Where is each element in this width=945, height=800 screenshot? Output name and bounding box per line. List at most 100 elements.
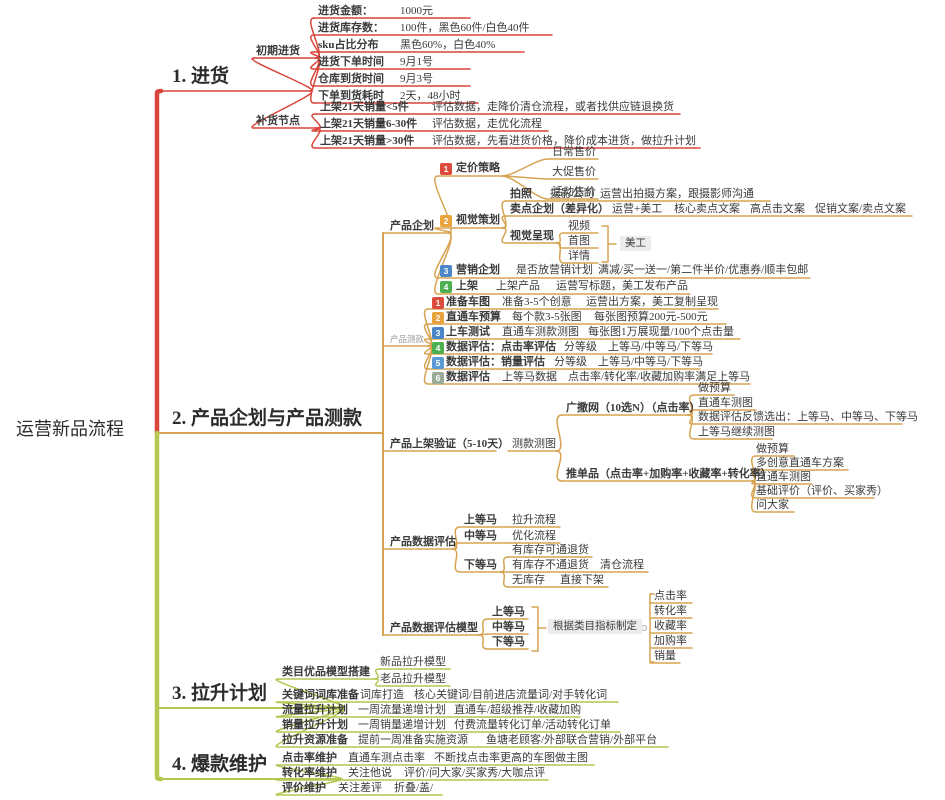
node-branches-b2-testing-rows-4-cells-0[interactable]: 数据评估：销量评估	[446, 356, 545, 368]
node-branches-b1-initial-rows-4-k[interactable]: 仓库到货时间	[318, 73, 384, 85]
node-branches-b2-planning-marketing-tail[interactable]: 满减/买一送一/第二件半价/优惠券/顺丰包邮	[598, 264, 809, 276]
node-branches-b2-planning-label[interactable]: 产品企划	[390, 220, 434, 232]
node-branches-b1-restock-label[interactable]: 补货节点	[256, 115, 300, 127]
node-branches-b1-restock-rows-1-k[interactable]: 上架21天销量6-30件	[320, 118, 418, 130]
root-topic[interactable]: 运营新品流程	[16, 419, 124, 439]
node-branches-b1-initial-rows-3-k[interactable]: 进货下单时间	[318, 56, 384, 68]
badge-branches-b2-testing-rows-1-num[interactable]: 2	[432, 312, 444, 324]
badge-branches-b2-planning-visual-num[interactable]: 2	[440, 215, 452, 227]
node-branches-b3-rows-0-cells-0[interactable]: 关键词词库准备	[282, 689, 359, 701]
badge-branches-b2-testing-rows-2-num[interactable]: 3	[432, 327, 444, 339]
node-branches-b2-testing-rows-2-cells-2[interactable]: 每张图1万展现量/100个点击量	[588, 326, 735, 338]
node-branches-b2-planning-launch-mid[interactable]: 上架产品	[496, 280, 540, 292]
node-branches-b2-verify-label[interactable]: 产品上架验证（5-10天）	[390, 438, 510, 450]
node-branches-b2-planning-visual-present-label[interactable]: 视觉呈现	[510, 230, 554, 242]
node-branches-b1-initial-rows-5-v[interactable]: 2天，48小时	[400, 90, 461, 102]
node-branches-b2-planning-visual-photo-0[interactable]: 拍照	[510, 188, 532, 200]
badge-branches-b2-testing-rows-0-num[interactable]: 1	[432, 297, 444, 309]
node-branches-b3-rows-0-cells-1[interactable]: 词库打造	[360, 689, 404, 701]
node-branches-b2-model-metrics-1[interactable]: 转化率	[654, 605, 687, 617]
node-branches-b2-planning-visual-selling-2[interactable]: 核心卖点文案	[674, 203, 740, 215]
badge-branches-b2-testing-rows-5-num[interactable]: 6	[432, 372, 444, 384]
node-branches-b2-verify-single-items-4[interactable]: 问大家	[756, 499, 789, 511]
node-branches-b3-rows-2-cells-2[interactable]: 付费流量转化订单/活动转化订单	[454, 719, 612, 731]
node-branches-b2-planning-launch-tail[interactable]: 运营写标题，美工发布产品	[556, 280, 688, 292]
node-branches-b1-initial-rows-0-k[interactable]: 进货金额：	[318, 5, 373, 17]
node-branches-b2-planning-visual-present-items-2[interactable]: 详情	[568, 250, 590, 262]
node-branches-b3-rows-1-cells-2[interactable]: 直通车/超级推荐/收藏加购	[454, 704, 582, 716]
node-branches-b3-rows-3-cells-2[interactable]: 鱼塘老顾客/外部联合营销/外部平台	[486, 734, 658, 746]
node-branches-b2-testing-rows-3-cells-1[interactable]: 分等级	[564, 341, 597, 353]
node-branches-b2-verify-single-items-2[interactable]: 直通车测图	[756, 471, 811, 483]
node-branches-b2-planning-pricing-label[interactable]: 定价策略	[456, 162, 500, 174]
node-branches-b2-testing-rows-5-cells-2[interactable]: 点击率/转化率/收藏加购率满足上等马	[568, 371, 751, 383]
node-branches-b1-initial-rows-5-k[interactable]: 下单到货耗时	[318, 90, 384, 102]
node-branches-b2-planning-launch-label[interactable]: 上架	[456, 280, 478, 292]
node-branches-b2-planning-visual-selling-4[interactable]: 促销文案/卖点文案	[815, 203, 907, 215]
node-branches-b2-testing-rows-0-cells-2[interactable]: 运营出方案，美工复制呈现	[586, 296, 718, 308]
node-branches-b2-evaluate-mid-k[interactable]: 中等马	[464, 530, 497, 542]
node-branches-b3-rows-1-cells-1[interactable]: 一周流量递增计划	[358, 704, 446, 716]
node-branches-b2-testing-rows-4-cells-2[interactable]: 上等马/中等马/下等马	[598, 356, 704, 368]
node-branches-b3-rows-3-cells-1[interactable]: 提前一周准备实施资源	[358, 734, 468, 746]
node-branches-b2-verify-single-label[interactable]: 推单品（点击率+加购率+收藏率+转化率）	[566, 468, 772, 480]
node-branches-b1-restock-rows-0-v[interactable]: 评估数据，走降价清仓流程，或者找供应链退换货	[432, 101, 674, 113]
badge-branches-b2-testing-rows-4-num[interactable]: 5	[432, 357, 444, 369]
badge-branches-b2-planning-marketing-num[interactable]: 3	[440, 265, 452, 277]
node-branches-b4-rows-0-cells-2[interactable]: 不断找点击率更高的车图做主图	[434, 752, 588, 764]
node-branches-b2-planning-visual-selling-0[interactable]: 卖点企划（差异化）	[510, 203, 609, 215]
node-branches-b2-testing-rows-2-cells-1[interactable]: 直通车测款测图	[502, 326, 579, 338]
node-branches-b2-model-mid[interactable]: 根据类目指标制定	[548, 619, 642, 634]
badge-branches-b2-testing-rows-3-num[interactable]: 4	[432, 342, 444, 354]
node-branches-b1-initial-rows-2-v[interactable]: 黑色60%，白色40%	[400, 39, 496, 51]
node-branches-b2-planning-visual-photo-2[interactable]: 运营出拍摄方案，跟摄影师沟通	[600, 188, 754, 200]
node-branches-b2-title[interactable]: 2. 产品企划与产品测款	[172, 408, 363, 429]
node-branches-b3-rows-2-cells-0[interactable]: 销量拉升计划	[282, 719, 348, 731]
node-branches-b2-verify-wide-items-2[interactable]: 数据评估反馈选出：上等马、中等马、下等马	[698, 411, 918, 423]
node-branches-b2-verify-wide-items-0[interactable]: 做预算	[698, 382, 731, 394]
node-branches-b2-testing-rows-5-cells-0[interactable]: 数据评估	[446, 371, 490, 383]
node-branches-b3-rows-3-cells-0[interactable]: 拉升资源准备	[282, 734, 348, 746]
node-branches-b4-rows-0-cells-1[interactable]: 直通车测点击率	[348, 752, 425, 764]
node-branches-b2-verify-single-items-0[interactable]: 做预算	[756, 443, 789, 455]
node-branches-b3-title[interactable]: 3. 拉升计划	[172, 683, 268, 704]
node-branches-b2-testing-rows-4-cells-1[interactable]: 分等级	[554, 356, 587, 368]
node-branches-b2-planning-visual-present-owner[interactable]: 美工	[620, 236, 651, 251]
node-branches-b2-verify-wide-items-1[interactable]: 直通车测图	[698, 397, 753, 409]
node-branches-b2-model-metrics-4[interactable]: 销量	[654, 650, 676, 662]
node-branches-b2-verify-wide-label[interactable]: 广撒网（10选N）（点击率）	[566, 402, 701, 414]
node-branches-b2-testing-rows-1-cells-2[interactable]: 每张图预算200元-500元	[594, 311, 708, 323]
node-branches-b3-model_row-label[interactable]: 类目优品模型搭建	[282, 666, 370, 678]
node-branches-b1-title[interactable]: 1. 进货	[172, 66, 230, 87]
node-branches-b3-model_row-subs-1[interactable]: 老品拉升模型	[380, 673, 446, 685]
node-branches-b3-rows-1-cells-0[interactable]: 流量拉升计划	[282, 704, 348, 716]
node-branches-b2-verify-mid[interactable]: 测款测图	[512, 438, 556, 450]
node-branches-b2-testing-rows-3-cells-2[interactable]: 上等马/中等马/下等马	[608, 341, 714, 353]
node-branches-b1-restock-rows-0-k[interactable]: 上架21天销量<5件	[320, 101, 409, 113]
node-branches-b1-restock-rows-2-k[interactable]: 上架21天销量>30件	[320, 135, 415, 147]
node-branches-b2-planning-marketing-label[interactable]: 营销企划	[456, 264, 500, 276]
node-branches-b1-initial-rows-2-k[interactable]: sku占比分布	[318, 39, 379, 51]
node-branches-b2-planning-pricing-items-2[interactable]: 活动售价	[552, 186, 596, 198]
node-branches-b4-rows-1-cells-1[interactable]: 关注他说	[348, 767, 392, 779]
node-branches-b2-evaluate-low-rows-1-k[interactable]: 有库存不通退货	[512, 559, 589, 571]
node-branches-b2-planning-pricing-items-1[interactable]: 大促售价	[552, 166, 596, 178]
node-branches-b2-testing-rows-0-cells-1[interactable]: 准备3-5个创意	[502, 296, 572, 308]
node-branches-b2-verify-single-items-3[interactable]: 基础评价（评价、买家秀）	[756, 485, 888, 497]
badge-branches-b2-planning-launch-num[interactable]: 4	[440, 281, 452, 293]
node-branches-b4-title[interactable]: 4. 爆款维护	[172, 754, 268, 775]
node-branches-b2-model-metrics-2[interactable]: 收藏率	[654, 620, 687, 632]
node-branches-b2-evaluate-label[interactable]: 产品数据评估	[390, 536, 456, 548]
node-branches-b2-planning-visual-present-items-0[interactable]: 视频	[568, 220, 590, 232]
node-branches-b2-evaluate-high-v[interactable]: 拉升流程	[512, 514, 556, 526]
node-branches-b2-evaluate-low-rows-0-k[interactable]: 有库存可通退货	[512, 544, 589, 556]
node-branches-b2-testing-rows-1-cells-0[interactable]: 直通车预算	[446, 311, 501, 323]
node-branches-b2-evaluate-high-k[interactable]: 上等马	[464, 514, 497, 526]
node-branches-b1-initial-rows-4-v[interactable]: 9月3号	[400, 73, 433, 85]
node-branches-b2-planning-visual-photo-1[interactable]: 摄影公司	[550, 188, 594, 200]
node-branches-b2-model-grades-2[interactable]: 下等马	[492, 636, 525, 648]
node-branches-b4-rows-2-cells-2[interactable]: 折叠/盖/	[394, 782, 434, 794]
node-branches-b3-rows-0-cells-2[interactable]: 核心关键词/目前进店流量词/对手转化词	[414, 689, 608, 701]
node-branches-b2-testing-label[interactable]: 产品测款	[390, 334, 425, 344]
node-branches-b1-initial-rows-1-k[interactable]: 进货库存数：	[318, 22, 384, 34]
